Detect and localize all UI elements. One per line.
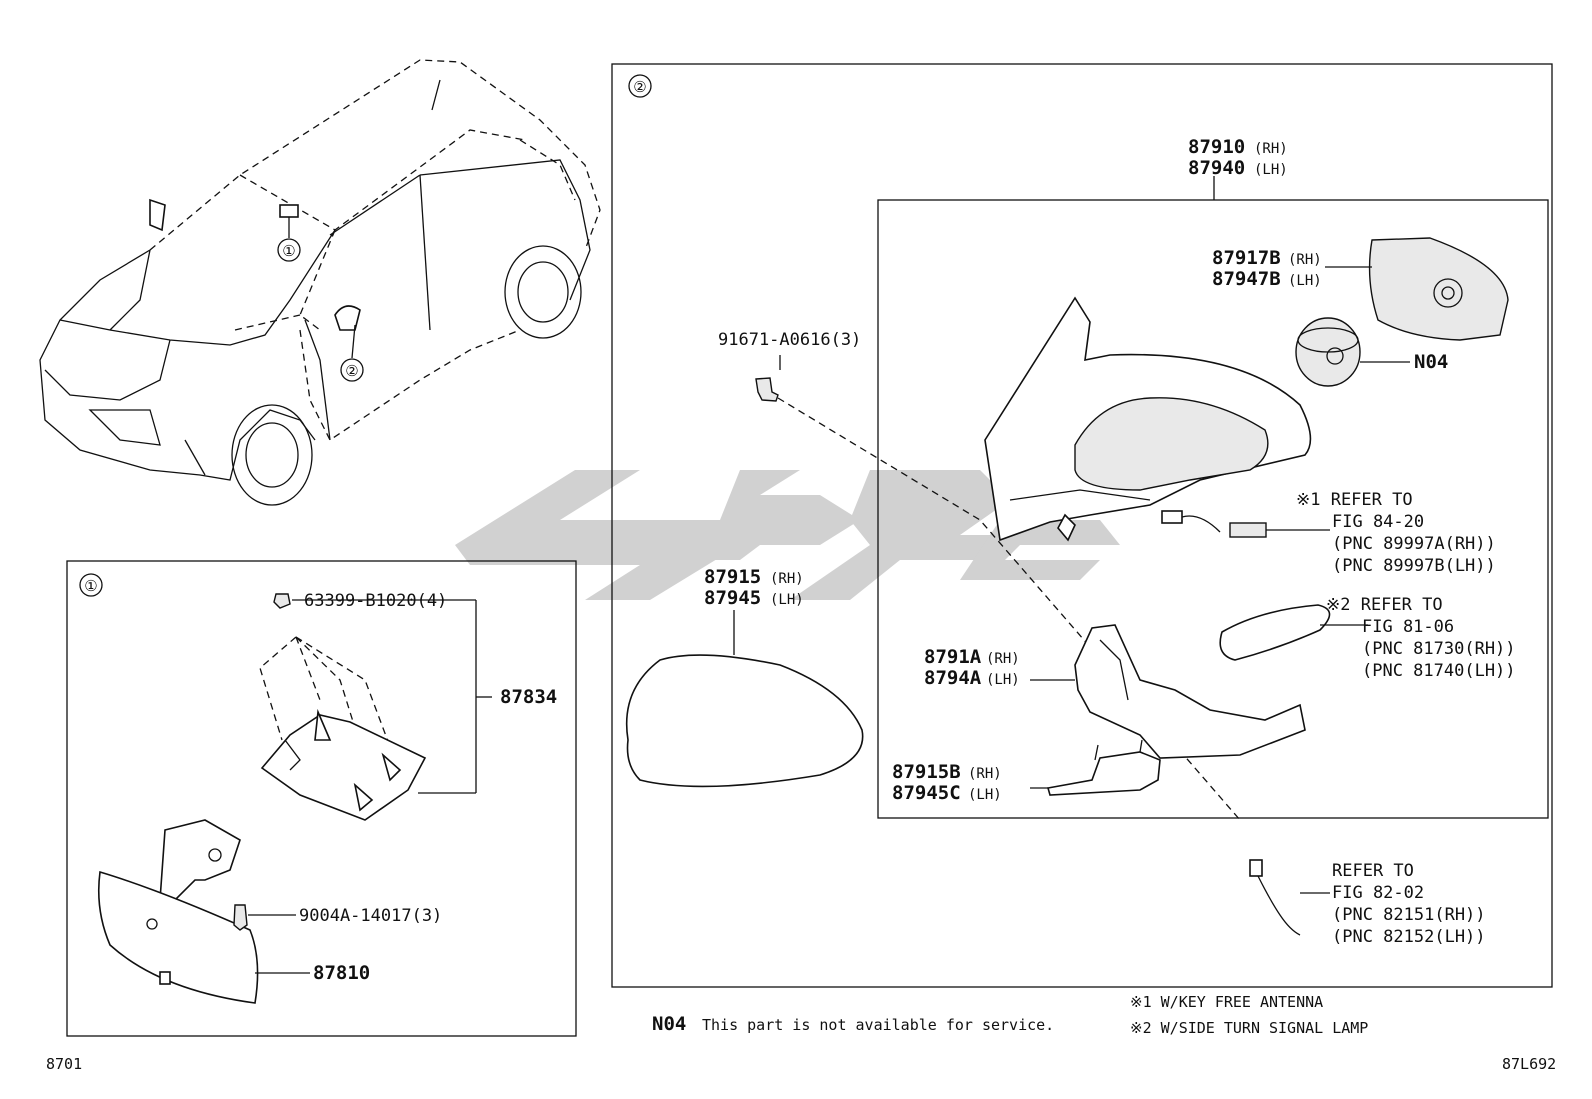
ref1-line4: (PNC 89997B(LH)) [1332, 556, 1496, 576]
section1-marker: ① [79, 573, 103, 597]
mirror-housing-part [984, 296, 1312, 542]
car-illustration [39, 59, 601, 506]
footer-note1: ※1 W/KEY FREE ANTENNA [1130, 993, 1323, 1011]
cover-rh-part-number: 87917B [1212, 247, 1281, 269]
base-rh-part-number: 8791A [924, 646, 982, 668]
glass-rh-side: (RH) [770, 571, 804, 587]
mirror-base-part [1074, 624, 1306, 759]
assembly-rh-side: (RH) [1254, 141, 1288, 157]
glass-lh-side: (LH) [770, 592, 804, 608]
harness-connector-part [1249, 859, 1301, 936]
car-callout-1-label: ① [282, 242, 295, 260]
footer-n04-code: N04 [652, 1013, 686, 1035]
clip-part [273, 593, 291, 609]
ref2-line4: (PNC 81740(LH)) [1362, 661, 1516, 681]
bolt-part-number: 91671-A0616(3) [718, 330, 861, 350]
mirror-cover-part [1368, 237, 1509, 341]
section2-marker: ② [628, 74, 652, 98]
motor-part-number: N04 [1414, 351, 1448, 373]
ref2-line3: (PNC 81730(RH)) [1362, 639, 1516, 659]
footer-note2: ※2 W/SIDE TURN SIGNAL LAMP [1130, 1019, 1368, 1037]
mirror-glass-part [625, 654, 864, 788]
cover-lh-part-number: 87947B [1212, 268, 1281, 290]
mirror-assembly-box [877, 199, 1549, 819]
assembly-lh-part-number: 87940 [1188, 157, 1245, 179]
section2-box [611, 63, 1553, 988]
inner-cover-part [260, 708, 427, 821]
cover-lh-side: (LH) [1288, 273, 1322, 289]
ref2-line2: FIG 81-06 [1362, 617, 1454, 637]
ref2-line1: ※2 REFER TO [1326, 595, 1443, 615]
ref3-line4: (PNC 82152(LH)) [1332, 927, 1486, 947]
ref3-line3: (PNC 82151(RH)) [1332, 905, 1486, 925]
mirror-part-number: 87810 [313, 962, 370, 984]
footer-right-code: 87L692 [1502, 1055, 1556, 1073]
trim-lh-part-number: 87945C [892, 782, 961, 804]
footer-n04-text: This part is not available for service. [702, 1016, 1054, 1034]
screw-part-number: 9004A-14017(3) [299, 906, 442, 926]
glass-rh-part-number: 87915 [704, 566, 761, 588]
car-callout-1: ① [277, 238, 301, 262]
mirror-trim-part [1046, 739, 1161, 796]
section2-marker-label: ② [633, 78, 646, 96]
rear-view-mirror-part [97, 819, 259, 1004]
cover-rh-side: (RH) [1288, 252, 1322, 268]
base-lh-side: (LH) [986, 672, 1020, 688]
base-rh-side: (RH) [986, 651, 1020, 667]
turn-signal-lamp-part [1219, 604, 1331, 661]
key-free-antenna-part [1161, 510, 1267, 538]
cover-part-number: 87834 [500, 686, 557, 708]
ref1-line1: ※1 REFER TO [1296, 490, 1413, 510]
base-lh-part-number: 8794A [924, 667, 982, 689]
trim-lh-side: (LH) [968, 787, 1002, 803]
ref3-line1: REFER TO [1332, 861, 1414, 881]
ref1-line3: (PNC 89997A(RH)) [1332, 534, 1496, 554]
trim-rh-part-number: 87915B [892, 761, 961, 783]
section1-marker-label: ① [84, 577, 97, 595]
assembly-rh-part-number: 87910 [1188, 136, 1245, 158]
glass-lh-part-number: 87945 [704, 587, 761, 609]
ref1-line2: FIG 84-20 [1332, 512, 1424, 532]
clip-part-number: 63399-B1020(4) [304, 591, 447, 611]
footer-left-code: 8701 [46, 1055, 82, 1073]
trim-rh-side: (RH) [968, 766, 1002, 782]
mirror-motor-part [1295, 317, 1361, 387]
bolt-part [755, 377, 779, 402]
ref3-line2: FIG 82-02 [1332, 883, 1424, 903]
car-callout-2: ② [340, 358, 364, 382]
section1-box [66, 560, 577, 1037]
assembly-lh-side: (LH) [1254, 162, 1288, 178]
car-callout-2-label: ② [345, 362, 358, 380]
